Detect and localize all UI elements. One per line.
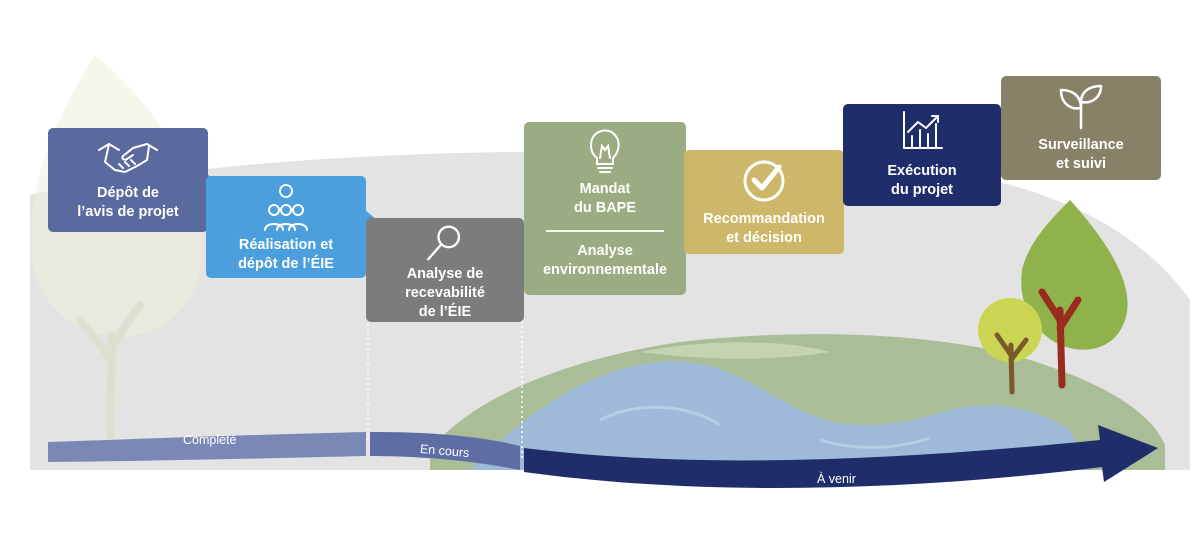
step-analyse-recevabilite-label: Analyse de recevabilité de l’ÉIE <box>405 266 485 320</box>
check-circle-icon <box>743 160 785 202</box>
step-analyse-environnementale-label: Analyse environnementale <box>542 242 668 278</box>
step-execution-label: Exécution du projet <box>887 163 957 198</box>
step-mandat-bape-divider <box>546 230 664 232</box>
timeline-band-completed <box>48 432 366 462</box>
timeline-arrow-upcoming <box>524 425 1158 489</box>
step-depot-avis-label: Dépôt de l’avis de projet <box>77 185 179 220</box>
step-mandat-bape: Mandat du BAPE Analyse environnementale <box>524 122 686 295</box>
step-depot-avis: Dépôt de l’avis de projet <box>48 128 208 232</box>
step-surveillance-label: Surveillance et suivi <box>1038 137 1124 172</box>
water-body <box>470 361 1090 470</box>
status-upcoming: À venir <box>817 472 856 486</box>
step-realisation-eie-label: Réalisation et dépôt de l’ÉIE <box>238 237 334 272</box>
status-completed: Complété <box>183 433 237 447</box>
step-realisation-eie: Réalisation et dépôt de l’ÉIE <box>206 176 366 278</box>
timeline-band-in-progress <box>370 432 520 470</box>
lightbulb-icon <box>590 129 620 173</box>
step-analyse-recevabilite: Analyse de recevabilité de l’ÉIE <box>366 218 524 322</box>
growth-chart-icon <box>903 111 943 149</box>
team-icon <box>264 184 308 231</box>
magnifier-icon <box>427 225 461 261</box>
step-recommandation: Recommandation et décision <box>684 150 844 254</box>
step-surveillance: Surveillance et suivi <box>1001 76 1161 180</box>
tree-large <box>1021 200 1128 389</box>
handshake-icon <box>98 143 158 173</box>
step-mandat-bape-label: Mandat du BAPE <box>573 181 637 216</box>
land-highlight <box>640 342 830 359</box>
sprout-icon <box>1059 84 1103 130</box>
step-execution: Exécution du projet <box>843 104 1001 206</box>
step-recommandation-label: Recommandation et décision <box>703 211 825 246</box>
tree-small <box>978 298 1042 395</box>
